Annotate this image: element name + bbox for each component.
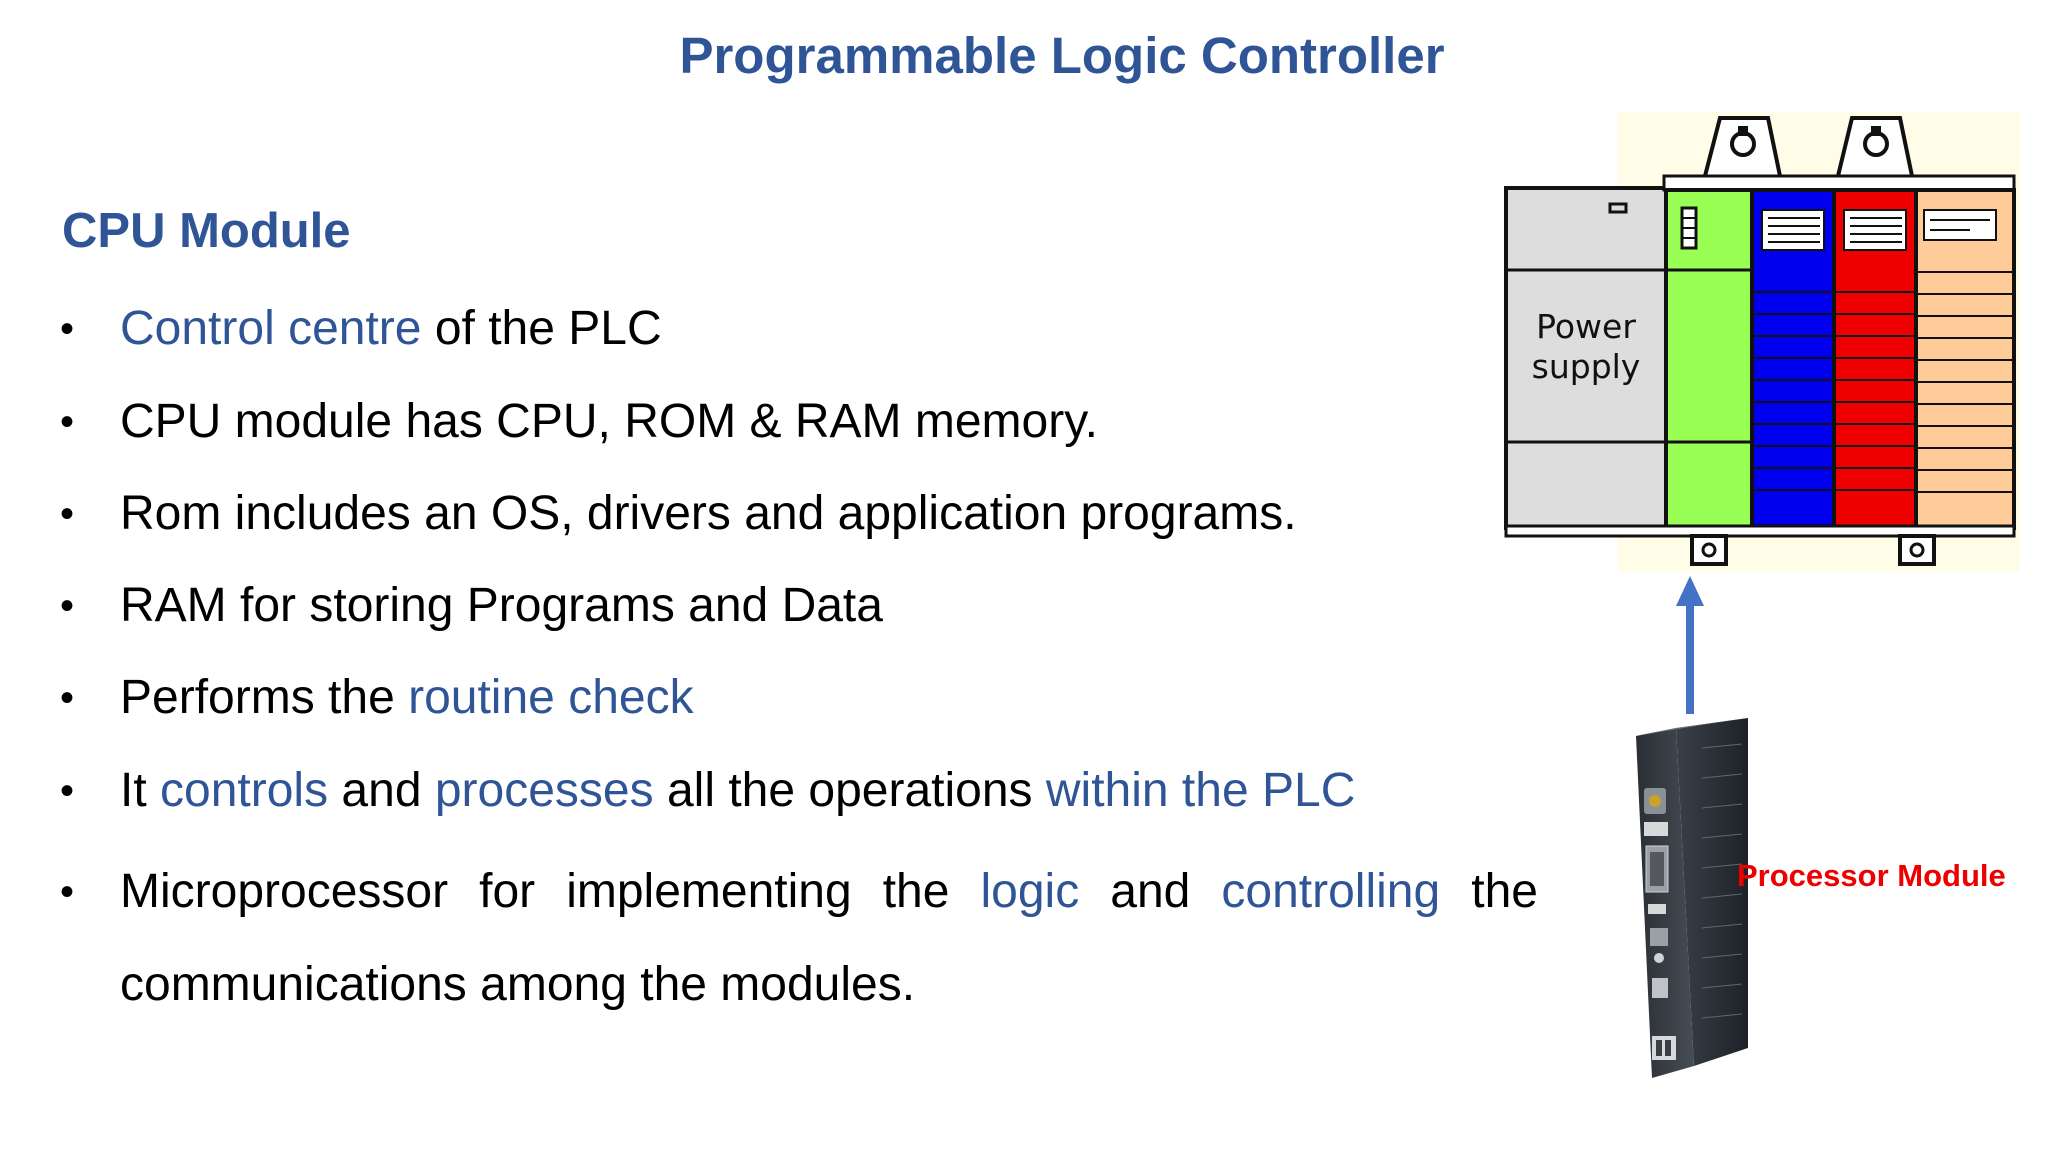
bullet-dot: •: [60, 769, 75, 813]
bullet-text: It controls and processes all the operat…: [120, 761, 1355, 821]
plain-text: implementing: [566, 865, 852, 918]
bullet-item: • Rom includes an OS, drivers and applic…: [0, 484, 1560, 544]
highlight-text: within the PLC: [1045, 764, 1356, 817]
bullet-dot: •: [60, 870, 75, 914]
bullet-item: •: [0, 862, 1560, 922]
bullet-item: • Control centre of the PLC: [0, 299, 1560, 359]
highlight-text: logic: [980, 865, 1080, 918]
plain-text: of the PLC: [421, 302, 662, 355]
highlight-text: processes: [434, 764, 654, 817]
plain-text: the: [882, 865, 950, 918]
mounting-tab-top-right: [1836, 116, 1914, 177]
mounting-tab-bottom-left: [1690, 534, 1728, 566]
slide-title: Programmable Logic Controller: [679, 27, 1445, 84]
plain-text: and: [1110, 865, 1191, 918]
mounting-tab-top-left: [1703, 116, 1782, 177]
plain-text: and: [328, 764, 435, 817]
section-heading: CPU Module: [62, 204, 351, 258]
plain-text: RAM for storing Programs and Data: [120, 579, 883, 632]
highlight-text: controlling: [1221, 865, 1441, 918]
processor-module-label: Processor Module: [1737, 858, 2006, 893]
bullet-item: • CPU module has CPU, ROM & RAM memory.: [0, 392, 1560, 452]
plain-text: Rom includes an OS, drivers and applicat…: [120, 487, 1297, 540]
plain-text: It: [120, 764, 161, 817]
bullet-text-line-2: communications among the modules.: [120, 955, 1538, 1015]
bullet-dot: •: [60, 400, 75, 444]
io-module-blue: [1750, 188, 1836, 530]
bullet-text: Rom includes an OS, drivers and applicat…: [120, 484, 1297, 544]
plc-rack-illustration: Power supply: [1504, 112, 2020, 572]
terminal-block-icon: [1652, 1036, 1676, 1060]
io-module-red: [1832, 188, 1918, 530]
bullet-dot: •: [60, 492, 75, 536]
bullet-text: RAM for storing Programs and Data: [120, 576, 883, 636]
power-supply-label-line1: Power: [1536, 307, 1636, 346]
bullet-item: • Performs the routine check: [0, 668, 1560, 728]
bullet-text: Control centre of the PLC: [120, 299, 662, 359]
bullet-text: Performs the routine check: [120, 668, 694, 728]
plain-text: for: [479, 865, 536, 918]
plain-text: Microprocessor: [120, 865, 449, 918]
plain-text: the: [1471, 865, 1538, 918]
up-arrow-icon: [1676, 576, 1704, 714]
bullet-text-line-1: Microprocessor for implementing the logi…: [120, 862, 1538, 922]
plain-text: communications among the modules.: [120, 958, 916, 1011]
power-indicator-icon: [1608, 202, 1628, 214]
plain-text: all the operations: [653, 764, 1046, 817]
bullet-dot: •: [60, 584, 75, 628]
io-module-peach: [1914, 188, 2016, 530]
highlight-text: Control centre: [120, 302, 422, 355]
cpu-slot: [1664, 188, 1754, 530]
plain-text: Performs the: [120, 671, 409, 724]
bullet-item: • It controls and processes all the oper…: [0, 761, 1560, 821]
power-supply-label-line2: supply: [1532, 347, 1641, 386]
highlight-text: routine check: [408, 671, 694, 724]
processor-module-illustration: [1636, 718, 1748, 1078]
highlight-text: controls: [160, 764, 329, 817]
bullet-dot: •: [60, 676, 75, 720]
plain-text: CPU module has CPU, ROM & RAM memory.: [120, 395, 1098, 448]
mounting-tab-bottom-right: [1898, 534, 1936, 566]
bullet-item: • RAM for storing Programs and Data: [0, 576, 1560, 636]
bullet-dot: •: [60, 307, 75, 351]
bullet-text: CPU module has CPU, ROM & RAM memory.: [120, 392, 1098, 452]
